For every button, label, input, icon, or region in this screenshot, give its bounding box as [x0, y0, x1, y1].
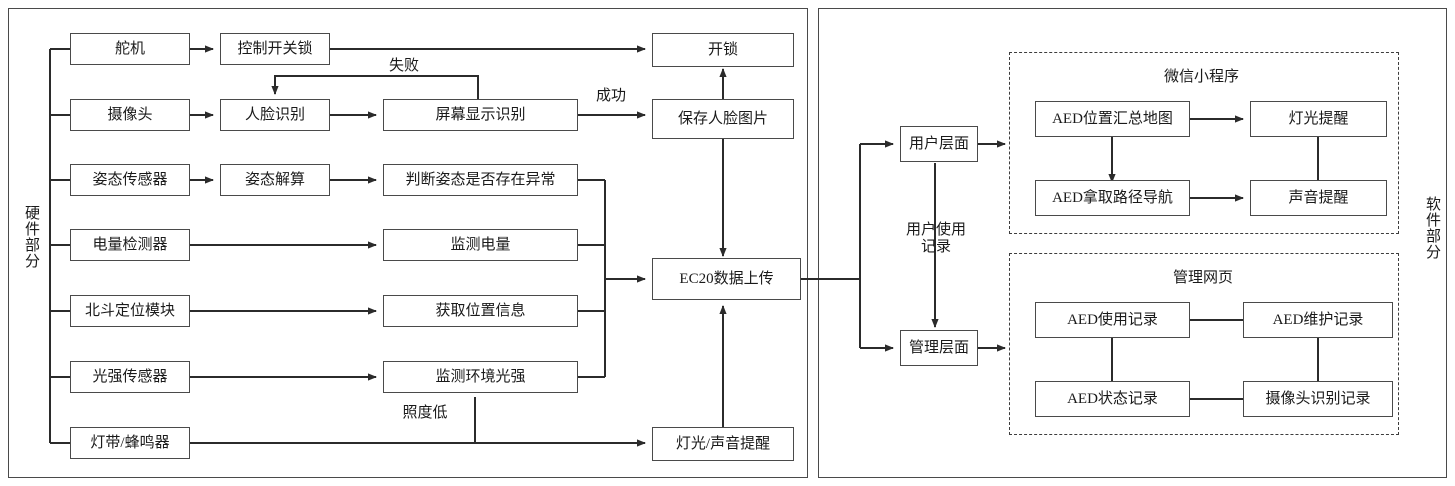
node-unlock[interactable]: 开锁	[652, 33, 794, 67]
edge-label-fail: 失败	[388, 58, 419, 74]
node-aed-maintenance-log[interactable]: AED维护记录	[1243, 302, 1393, 338]
node-aed-state-log[interactable]: AED状态记录	[1035, 381, 1190, 417]
node-monitor-power[interactable]: 监测电量	[383, 229, 578, 261]
node-light-alert[interactable]: 灯光提醒	[1250, 101, 1387, 137]
node-camera-recognition-log[interactable]: 摄像头识别记录	[1243, 381, 1393, 417]
hardware-side-label: 硬件部分	[23, 205, 39, 269]
node-light-sound-alert[interactable]: 灯光/声音提醒	[652, 427, 794, 461]
group-title-management-webpage: 管理网页	[1173, 270, 1234, 286]
node-pose-abnormal-judge[interactable]: 判断姿态是否存在异常	[383, 164, 578, 196]
edge-label-success: 成功	[595, 88, 626, 104]
node-sound-alert[interactable]: 声音提醒	[1250, 180, 1387, 216]
group-title-wechat-miniprogram: 微信小程序	[1164, 69, 1240, 85]
node-aed-location-map[interactable]: AED位置汇总地图	[1035, 101, 1190, 137]
node-admin-layer[interactable]: 管理层面	[900, 330, 978, 366]
node-battery-detector[interactable]: 电量检测器	[70, 229, 190, 261]
group-management-webpage	[1009, 253, 1399, 435]
edge-label-usage-record: 用户使用 记录	[892, 222, 980, 257]
node-camera[interactable]: 摄像头	[70, 99, 190, 131]
group-wechat-miniprogram	[1009, 52, 1399, 234]
node-monitor-ambient-light[interactable]: 监测环境光强	[383, 361, 578, 393]
node-save-face-image[interactable]: 保存人脸图片	[652, 99, 794, 139]
node-led-buzzer[interactable]: 灯带/蜂鸣器	[70, 427, 190, 459]
node-imu[interactable]: 姿态传感器	[70, 164, 190, 196]
node-user-layer[interactable]: 用户层面	[900, 126, 978, 162]
node-servo[interactable]: 舵机	[70, 33, 190, 65]
node-aed-route-navigation[interactable]: AED拿取路径导航	[1035, 180, 1190, 216]
hardware-panel-border	[8, 8, 808, 478]
node-get-location[interactable]: 获取位置信息	[383, 295, 578, 327]
software-side-label: 软件部分	[1424, 196, 1440, 260]
edge-label-usage-record-line2: 记录	[920, 239, 951, 256]
node-aed-use-log[interactable]: AED使用记录	[1035, 302, 1190, 338]
node-switch-lock[interactable]: 控制开关锁	[220, 33, 330, 65]
node-ec20-upload[interactable]: EC20数据上传	[652, 258, 801, 300]
node-face-recognition[interactable]: 人脸识别	[220, 99, 330, 131]
edge-label-low-lux: 照度低	[402, 405, 448, 421]
node-screen-display-recognition[interactable]: 屏幕显示识别	[383, 99, 578, 131]
software-panel-border	[818, 8, 1447, 478]
node-pose-solving[interactable]: 姿态解算	[220, 164, 330, 196]
node-light-sensor[interactable]: 光强传感器	[70, 361, 190, 393]
edge-label-usage-record-line1: 用户使用	[905, 222, 966, 238]
node-beidou-module[interactable]: 北斗定位模块	[70, 295, 190, 327]
